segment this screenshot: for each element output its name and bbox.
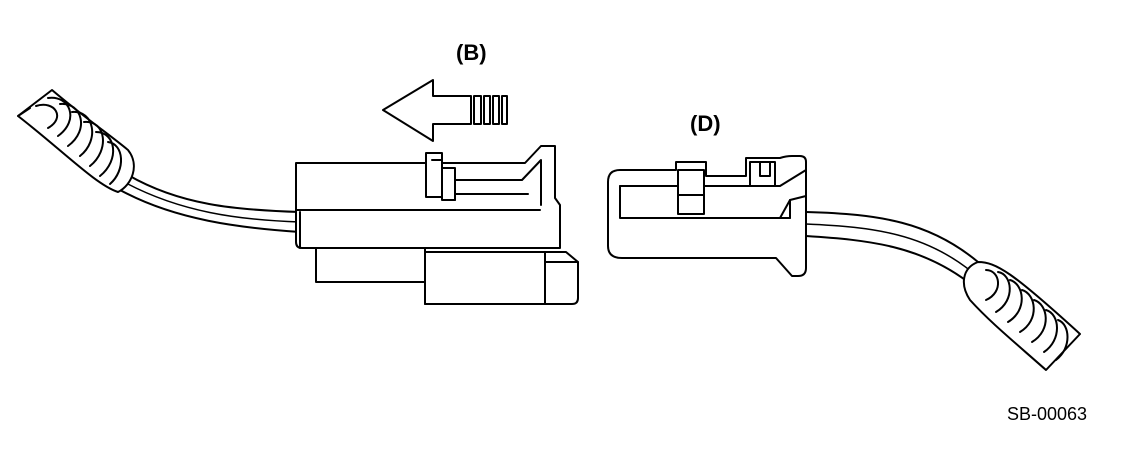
left-connector-b	[296, 146, 578, 304]
label-d: (D)	[690, 111, 721, 136]
direction-arrow-icon	[383, 80, 507, 141]
label-b: (B)	[456, 40, 487, 65]
figure-code: SB-00063	[1007, 404, 1088, 424]
right-harness	[806, 212, 1080, 370]
right-connector-d	[608, 156, 806, 276]
left-harness	[18, 90, 300, 232]
